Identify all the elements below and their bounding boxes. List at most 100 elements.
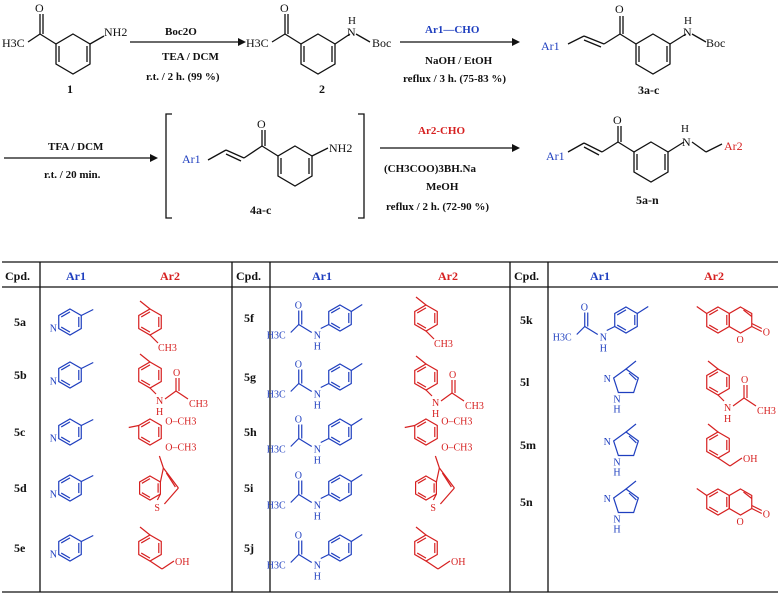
table-cpd-5j: 5j [244, 541, 254, 555]
ring [328, 534, 352, 562]
table-cpd-5l: 5l [520, 375, 530, 389]
bond [290, 324, 300, 333]
ring-double-bond [708, 449, 719, 456]
ar2-5d-structure: S [139, 455, 179, 514]
ring-double-bond [330, 436, 341, 443]
table-cpd-5k: 5k [520, 313, 533, 327]
header-cpd-3: Cpd. [514, 269, 539, 283]
hydroxyl: OH [743, 454, 757, 465]
ring-double-bond [141, 492, 151, 498]
bond [439, 487, 455, 505]
ring [58, 308, 82, 336]
ring [138, 361, 162, 389]
bond [425, 330, 435, 340]
imidazole-nh: N [613, 458, 620, 469]
bond [290, 438, 300, 447]
ring [414, 534, 438, 562]
bond [163, 487, 179, 505]
ring-double-bond [60, 552, 71, 559]
ring [138, 418, 162, 446]
ring-double-bond [708, 309, 719, 316]
compound-1-methyl: H3C [2, 36, 25, 50]
bond [404, 424, 415, 429]
header-cpd-1: Cpd. [5, 269, 30, 283]
bond [415, 355, 427, 365]
bond [628, 435, 637, 444]
bond [298, 553, 313, 564]
ar1-5l-structure: NNH [604, 360, 640, 416]
ring-double-bond [416, 381, 427, 388]
table-cpd-5d: 5d [14, 481, 27, 495]
imidazole-n: N [604, 374, 611, 385]
compound-2-label: 2 [319, 82, 325, 96]
ring [58, 534, 82, 562]
ring [328, 363, 352, 391]
ring [58, 361, 82, 389]
tolyl-methyl: CH3 [434, 339, 453, 350]
ring-double-bond [140, 326, 151, 333]
compound-5-label: 5a-n [636, 193, 659, 207]
ring-double-bond [708, 491, 719, 498]
hydroxyl: OH [175, 557, 189, 568]
amide-h: H [314, 572, 321, 583]
bond [636, 305, 649, 315]
ring [58, 418, 82, 446]
compound-3-label: 3a-c [638, 83, 660, 97]
bond [425, 560, 439, 570]
bond [751, 507, 763, 515]
amide-n: N [314, 501, 321, 512]
bond [584, 325, 599, 336]
step-2-arrow: Ar1—CHO NaOH / EtOH reflux / 3 h. (75-83… [400, 24, 520, 85]
lactone-o: O [737, 335, 744, 346]
ring-double-bond [330, 421, 341, 428]
header-ar2-2: Ar2 [438, 269, 458, 283]
amide-o: O [581, 303, 588, 314]
amide-methyl: H3C [553, 333, 572, 344]
bond [290, 383, 300, 392]
ar2-5i-structure: S [415, 455, 455, 514]
ar2-5n-structure: OO [696, 488, 770, 528]
step-3-condition-1: TFA / DCM [48, 141, 104, 153]
ring-double-bond [417, 492, 427, 498]
bond [139, 353, 151, 363]
bond [743, 309, 753, 317]
lactone-o: O [737, 517, 744, 528]
bond [438, 467, 455, 489]
ring [728, 306, 753, 334]
bond [320, 382, 330, 389]
ring-double-bond [416, 537, 427, 544]
ring [415, 475, 437, 501]
header-ar2-1: Ar2 [160, 269, 180, 283]
ring [706, 368, 730, 396]
amide-o: O [295, 360, 302, 371]
ar2-5e-structure: OH [138, 526, 189, 570]
compound-5-n: N [682, 135, 691, 149]
step-2-reagent: Ar1—CHO [425, 24, 480, 36]
ring-double-bond [140, 421, 151, 428]
methoxy-1: O–CH3 [165, 417, 196, 428]
bond [320, 493, 330, 500]
imidazole-ring [612, 488, 640, 514]
ring [728, 488, 753, 516]
table-cpd-5b: 5b [14, 368, 27, 382]
header-ar1-3: Ar1 [590, 269, 610, 283]
bond [743, 397, 757, 407]
bond [717, 457, 731, 467]
bond [625, 423, 637, 433]
compound-3-n: N [683, 25, 692, 39]
table-cpd-5i: 5i [244, 481, 254, 495]
amide-h: H [156, 407, 163, 418]
bond [164, 390, 177, 400]
ring-double-bond [140, 379, 151, 386]
bond [298, 323, 313, 334]
bond [415, 296, 427, 306]
compound-4-ar1: Ar1 [182, 152, 201, 166]
compound-2-methyl: H3C [246, 36, 269, 50]
ring-double-bond [140, 364, 151, 371]
ar2-5k-structure: OO [696, 306, 770, 346]
bond [751, 322, 763, 330]
compound-1-label: 1 [67, 82, 73, 96]
bond [139, 300, 151, 310]
